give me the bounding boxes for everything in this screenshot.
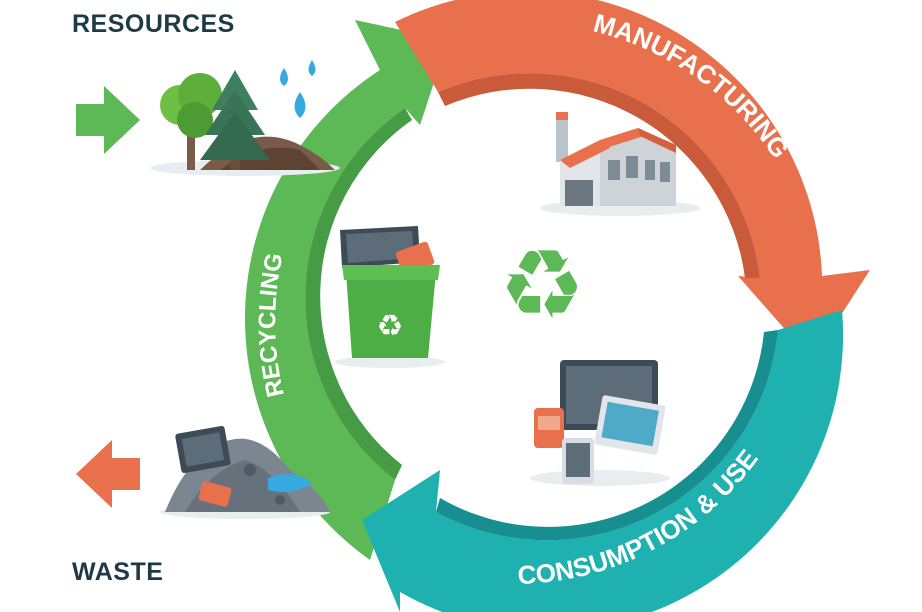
arrow-left-icon	[76, 440, 140, 508]
devices-icon	[530, 360, 670, 486]
arrow-right-icon	[76, 86, 140, 154]
svg-text:♻: ♻	[377, 310, 404, 343]
trees-icon	[150, 70, 340, 176]
waste-pile-icon	[160, 425, 330, 519]
water-drops-icon	[280, 60, 316, 118]
recycle-bin-icon: ♻	[335, 226, 445, 368]
recycle-symbol-icon: ♻	[499, 232, 585, 339]
factory-icon	[540, 112, 700, 216]
waste-label: WASTE	[72, 558, 164, 586]
resources-label: RESOURCES	[72, 10, 235, 38]
consumption-use-arrow	[362, 310, 844, 612]
svg-text:♻: ♻	[499, 232, 585, 339]
